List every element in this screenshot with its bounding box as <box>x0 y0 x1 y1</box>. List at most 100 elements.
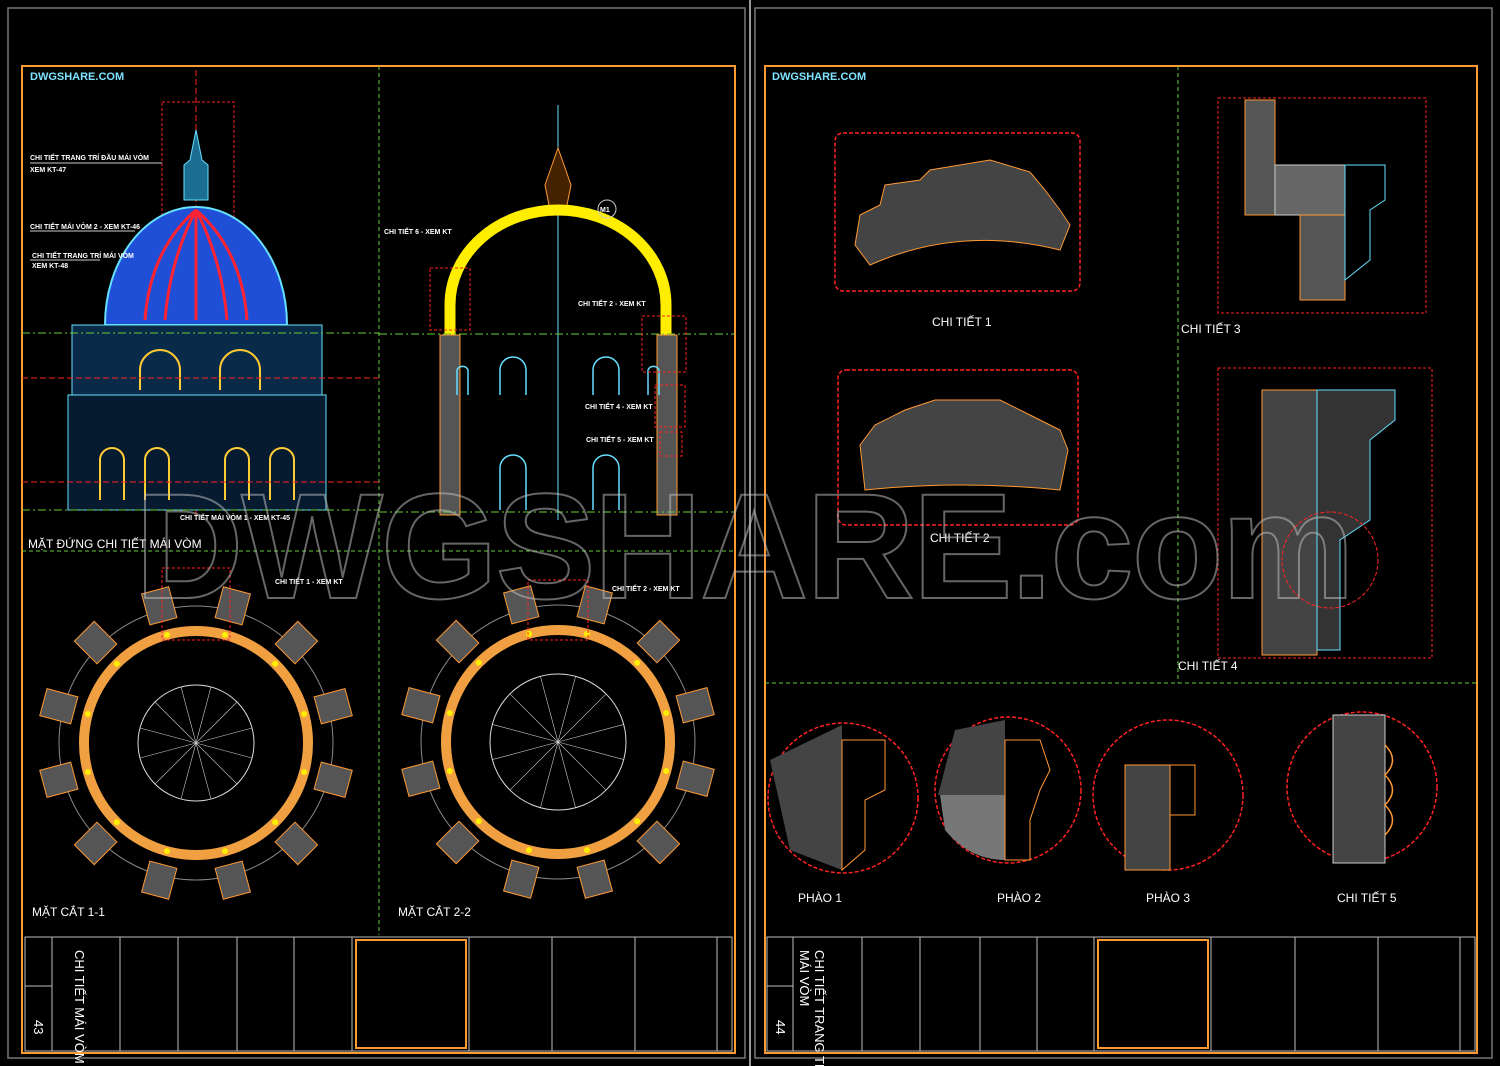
section-finial <box>544 146 572 211</box>
plan-radial-line <box>139 742 197 759</box>
section-openings <box>456 356 660 510</box>
detail4-wall <box>1261 389 1318 656</box>
label-dome2: CHI TIẾT MÁI VÒM 2 - XEM KT-46 <box>30 221 140 231</box>
plan-column-dot <box>446 710 453 717</box>
plan-buttress <box>140 586 178 626</box>
plan-radial-line <box>557 741 607 791</box>
plan-column-dot <box>164 848 171 855</box>
detail5-box <box>659 431 683 457</box>
plan-radial-line <box>557 741 624 760</box>
section-wall-right <box>656 334 678 516</box>
plan-column-dot <box>475 659 482 666</box>
label-detail4: CHI TIẾT 4 - XEM KT <box>585 401 653 411</box>
plan-column-dot <box>526 630 533 637</box>
plan-column-dot <box>663 767 670 774</box>
plan-outline <box>58 605 334 881</box>
title-left-sheet-number: 43 <box>31 1020 46 1034</box>
plan-column-dot <box>301 768 308 775</box>
plan-column-dot <box>221 631 228 638</box>
title-block-right <box>766 936 1476 1052</box>
plan-column-dot <box>634 659 641 666</box>
plan-column-dot <box>583 847 590 854</box>
brand-logo-left: DWGSHARE.COM <box>30 71 124 83</box>
detail3-molding <box>1344 164 1386 282</box>
dome-section: M1 CHI TIẾT 6 - XEM KT CHI TIẾT 2 - XEM … <box>379 105 735 520</box>
plan-radial-line <box>195 742 238 785</box>
label-finial: CHI TIẾT TRANG TRÍ ĐẦU MÁI VÒM <box>30 152 149 162</box>
marker-m1-label: M1 <box>600 207 610 214</box>
plan-column-dot <box>446 767 453 774</box>
label-detail6: CHI TIẾT 6 - XEM KT <box>384 226 452 236</box>
caption-detail3: CHI TIẾT 3 <box>1181 321 1241 336</box>
plan-buttress <box>73 620 118 665</box>
plan-buttress <box>636 820 681 865</box>
plan-buttress <box>576 859 614 899</box>
phao1-wall <box>770 725 842 870</box>
detail3-column <box>1299 214 1346 301</box>
plan-radial-line <box>154 742 197 785</box>
drum-windows <box>99 349 295 500</box>
plan-radial-line <box>195 727 253 744</box>
detail-3 <box>1217 97 1427 314</box>
plan-wall-ring <box>79 626 313 860</box>
title-right-drawing-title-line2: MÁI VÒM <box>797 950 812 1006</box>
phao2-stone <box>940 795 1005 860</box>
detail5-profile <box>1383 744 1394 836</box>
phao3-block <box>1124 764 1171 871</box>
dome-ribs <box>143 208 249 321</box>
plan-buttress <box>73 821 118 866</box>
caption-detail4: CHI TIẾT 4 <box>1178 658 1238 673</box>
plan-column-dot <box>634 818 641 825</box>
plan-buttress <box>274 821 319 866</box>
left-sheet-outer-border <box>7 7 746 1059</box>
plan-buttress <box>214 586 252 626</box>
section-arch <box>444 204 672 340</box>
plan-radial-line <box>180 742 197 800</box>
plan-buttress <box>675 760 715 798</box>
watermark: DWGSHARE.com <box>135 462 1353 630</box>
section-plan-2-2 <box>401 585 715 899</box>
plan-column-dot <box>301 711 308 718</box>
detail-4 <box>1217 367 1433 659</box>
right-sheet-outer-border <box>754 7 1493 1059</box>
phao2-profile <box>1004 739 1051 861</box>
plan-column-dot <box>526 847 533 854</box>
plan-radial-line <box>509 741 559 791</box>
label-detail5: CHI TIẾT 5 - XEM KT <box>586 434 654 444</box>
plan-buttress <box>214 860 252 900</box>
plan-buttress <box>274 620 319 665</box>
plan-buttress <box>636 619 681 664</box>
detail1-frame <box>834 132 1081 292</box>
plan-inner-circle <box>137 684 255 802</box>
label-plan-detail2: CHI TIẾT 2 - XEM KT <box>612 583 680 593</box>
plan-radial-line <box>509 693 559 743</box>
plan-column-dot <box>113 819 120 826</box>
elevation-annotations: CHI TIẾT TRANG TRÍ ĐẦU MÁI VÒM XEM KT-47… <box>28 152 290 551</box>
detail4-box <box>654 384 686 428</box>
title-left-drawing-title: CHI TIẾT MÁI VÒM <box>72 950 87 1064</box>
label-detail2: CHI TIẾT 2 - XEM KT <box>578 298 646 308</box>
label-finial-ref: XEM KT-47 <box>30 167 66 174</box>
plan-buttress <box>39 761 79 799</box>
label-dome1: CHI TIẾT MÁI VÒM 1 - XEM KT-45 <box>180 512 290 522</box>
detail4-frame <box>1217 367 1433 659</box>
plan-buttress <box>675 686 715 724</box>
caption-elevation: MẶT ĐỨNG CHI TIẾT MÁI VÒM <box>28 536 202 551</box>
title-right-drawing-title-line1: CHI TIẾT TRANG TRÍ <box>812 950 827 1066</box>
phao1-profile <box>841 739 886 872</box>
detail2-box <box>641 315 687 373</box>
brand-logo-right: DWGSHARE.COM <box>772 71 866 83</box>
detail1-profile <box>854 159 1071 266</box>
plan-outline <box>420 604 696 880</box>
plan-column-dot <box>272 660 279 667</box>
plan-buttress <box>502 859 540 899</box>
caption-detail5: CHI TIẾT 5 <box>1337 890 1397 905</box>
stamp-box <box>355 939 467 1049</box>
detail5-block <box>1332 714 1386 864</box>
caption-detail1: CHI TIẾT 1 <box>932 314 992 329</box>
phao2-wall <box>938 720 1005 795</box>
plan-radial-line <box>154 701 197 744</box>
phao-details <box>767 711 1438 874</box>
title-block-frame <box>766 936 1476 1052</box>
caption-detail2: CHI TIẾT 2 <box>930 530 990 545</box>
